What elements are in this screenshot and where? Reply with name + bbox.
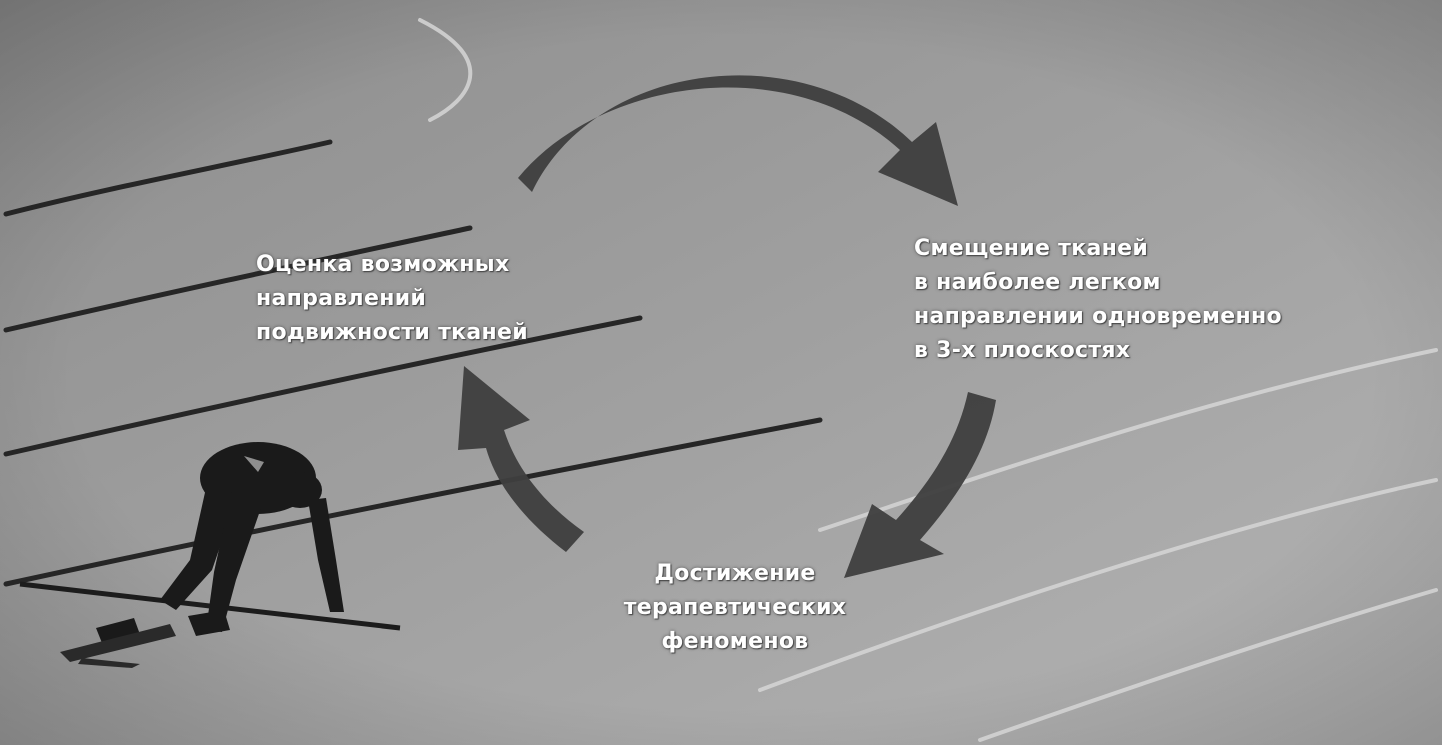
- node-assessment-label: Оценка возможных направлений подвижности…: [256, 248, 528, 350]
- node-achievement-line: терапевтических: [623, 595, 847, 620]
- node-displacement-line: направлении одновременно: [914, 304, 1282, 329]
- arrow-right: [844, 392, 996, 578]
- node-displacement-line: Смещение тканей: [914, 236, 1149, 261]
- node-assessment-line: направлений: [256, 286, 427, 311]
- node-achievement-line: Достижение: [654, 561, 816, 586]
- arrow-top: [518, 75, 958, 206]
- node-displacement-line: в 3-х плоскостях: [914, 338, 1131, 363]
- node-assessment-line: Оценка возможных: [256, 252, 510, 277]
- node-achievement-line: феноменов: [661, 629, 809, 654]
- node-displacement-label: Смещение тканей в наиболее легком направ…: [914, 232, 1282, 368]
- cycle-arrows: [458, 75, 996, 578]
- lane-lines-dark: [3, 139, 823, 587]
- node-displacement-line: в наиболее легком: [914, 270, 1161, 295]
- lane-lines-light: [418, 18, 1438, 742]
- node-assessment-line: подвижности тканей: [256, 320, 528, 345]
- arrow-left: [458, 366, 584, 552]
- node-achievement-label: Достижение терапевтических феноменов: [600, 557, 870, 659]
- sprinter-figure: [60, 442, 344, 668]
